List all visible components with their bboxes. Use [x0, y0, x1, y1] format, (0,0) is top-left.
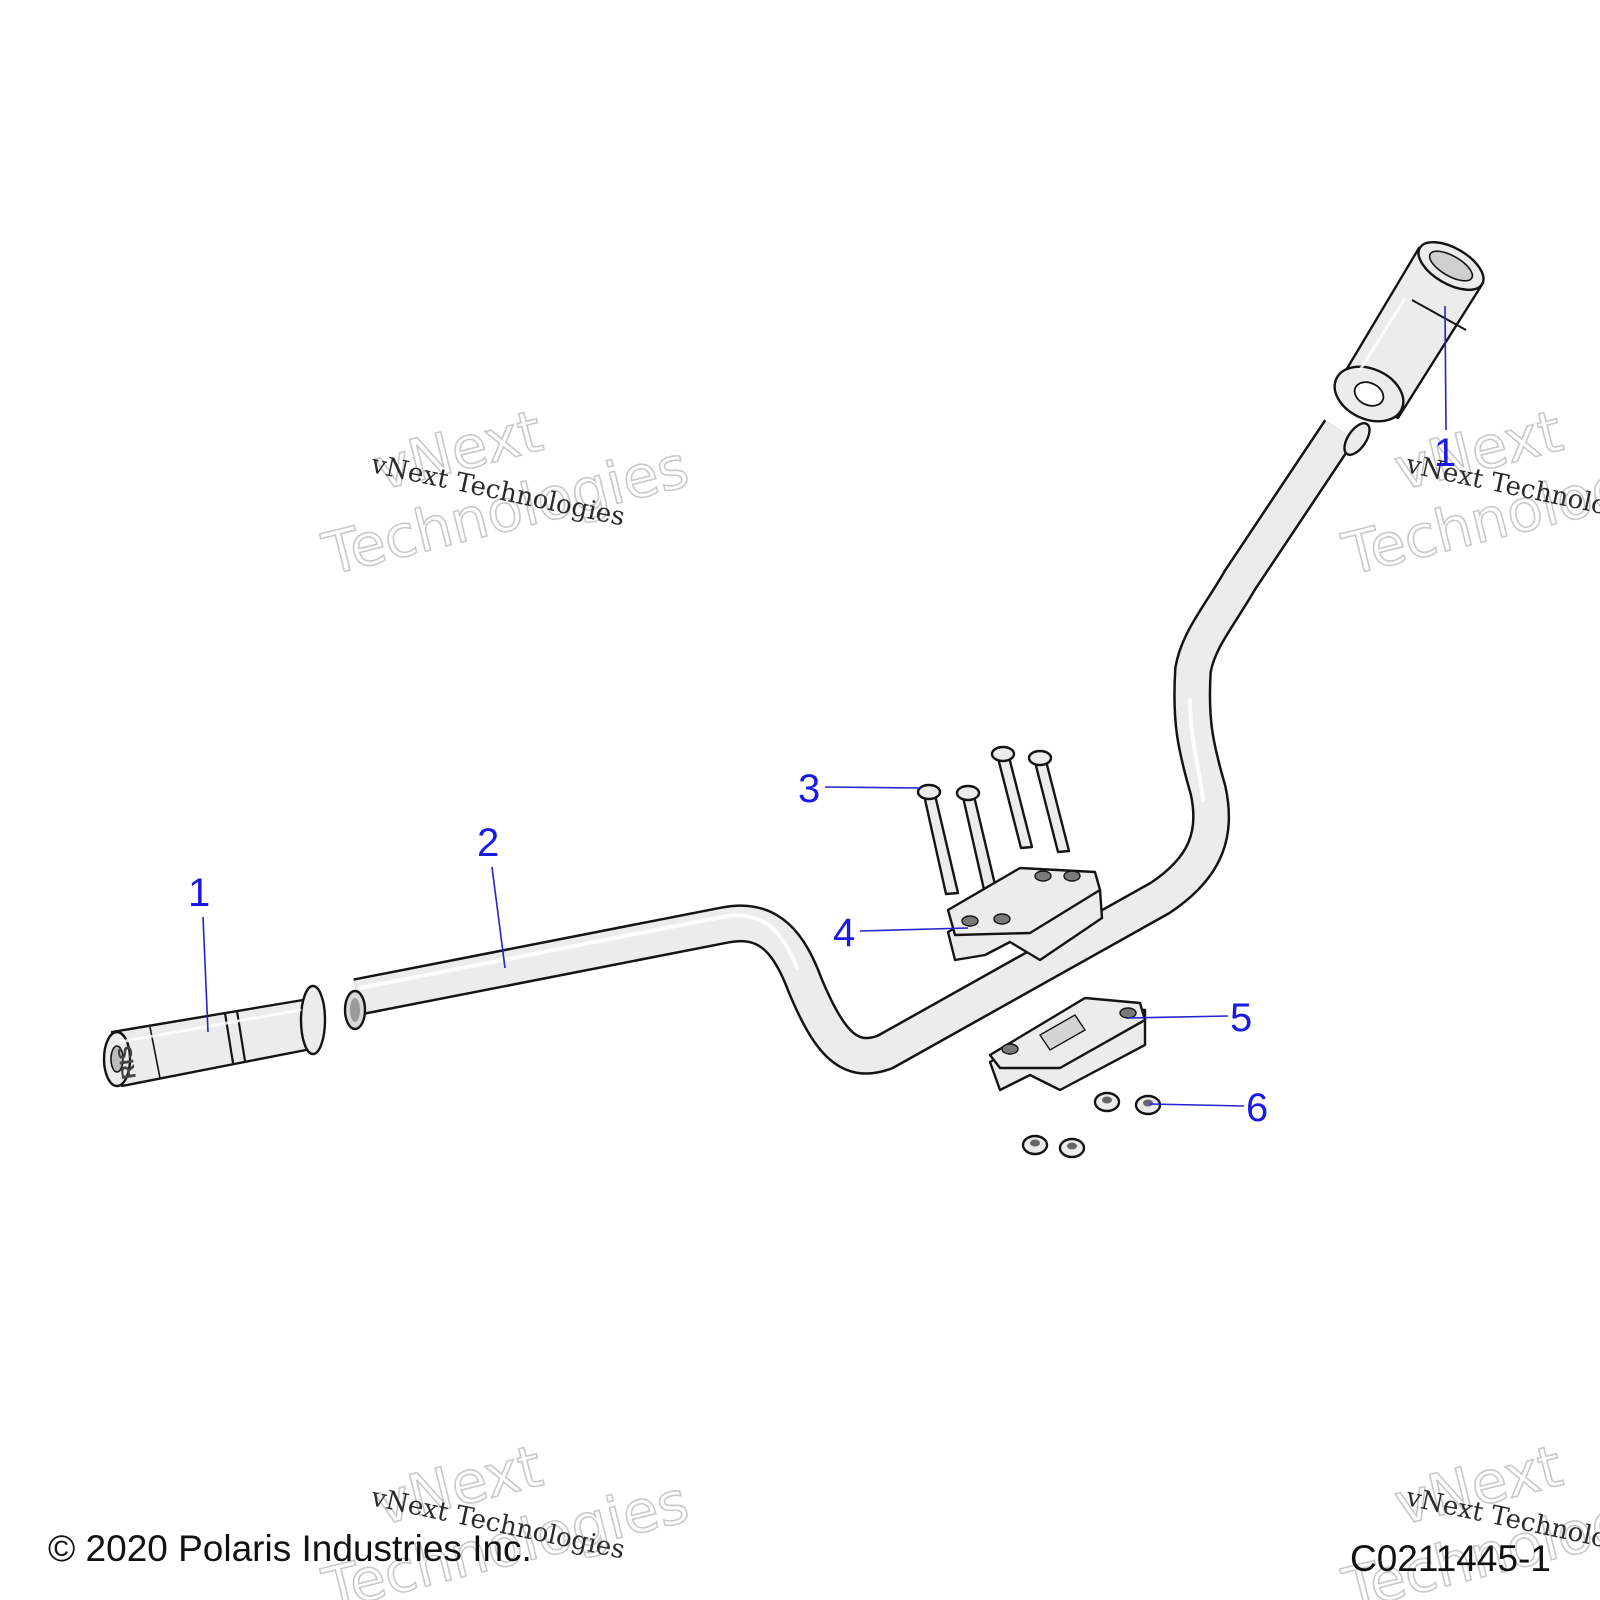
callout-bolts: 3 — [798, 767, 922, 811]
callout-upper-clamp: 4 — [833, 911, 969, 955]
nut — [1058, 1137, 1086, 1159]
nut — [1134, 1094, 1162, 1116]
handlebar — [343, 419, 1371, 1075]
callout-label: 3 — [798, 767, 820, 811]
callout-handlebar: 2 — [477, 821, 506, 969]
callout-label: 5 — [1230, 996, 1252, 1040]
watermark-top-left: vNext Technologies vNext Technologies — [315, 396, 696, 590]
callout-label: 4 — [833, 911, 855, 955]
bolt — [916, 783, 960, 896]
figure-code: C0211445-1 — [1350, 1538, 1551, 1579]
callout-nuts: 6 — [1149, 1086, 1268, 1130]
bolt — [1027, 749, 1071, 854]
grip-brand-text: RIS — [114, 1044, 141, 1080]
bolts — [916, 745, 1071, 896]
nut — [1021, 1134, 1049, 1156]
grip-right — [1333, 240, 1485, 423]
grip-left: RIS — [102, 984, 327, 1088]
lower-clamp — [988, 996, 1147, 1092]
callout-label: 6 — [1246, 1086, 1268, 1130]
upper-clamp — [946, 866, 1104, 962]
copyright-notice: © 2020 Polaris Industries Inc. — [48, 1528, 532, 1569]
callout-label: 1 — [1434, 431, 1456, 475]
callout-label: 1 — [188, 871, 210, 915]
callout-grip-left: 1 — [188, 871, 210, 1033]
nut — [1093, 1091, 1121, 1113]
bolt — [955, 784, 999, 896]
callout-lower-clamp: 5 — [1127, 996, 1252, 1040]
bolt — [990, 745, 1034, 850]
callout-label: 2 — [477, 821, 499, 865]
nuts — [1021, 1091, 1162, 1159]
callout-grip-right: 1 — [1434, 305, 1456, 475]
